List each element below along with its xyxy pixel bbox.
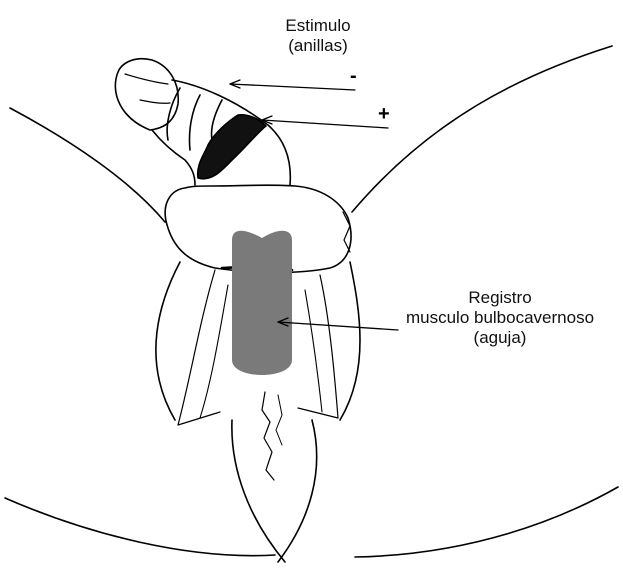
- stimulus-label: Estimulo (anillas): [258, 16, 378, 56]
- glans-crease: [125, 74, 168, 84]
- right-fold-inner: [305, 290, 322, 412]
- negative-ring-2: [189, 95, 200, 150]
- perineal-raphe: [262, 392, 274, 480]
- perineal-raphe-right: [276, 395, 282, 445]
- shaft-bottom: [152, 130, 195, 185]
- stimulus-label-line2: (anillas): [258, 36, 378, 56]
- recording-label-line1: Registro: [390, 288, 610, 308]
- positive-pole-sign: +: [378, 104, 390, 124]
- left-fold-inner: [200, 285, 228, 418]
- left-thigh-outline: [10, 108, 165, 222]
- right-fold-outer: [298, 275, 338, 418]
- left-buttock: [5, 498, 275, 556]
- recording-label: Registro musculo bulbocavernoso (aguja): [390, 288, 610, 348]
- recording-needle: [232, 231, 292, 375]
- left-gluteal-inner: [232, 420, 285, 562]
- stimulus-label-line1: Estimulo: [258, 16, 378, 36]
- arrow-positive: [262, 116, 388, 128]
- glans-meatus: [140, 100, 170, 103]
- arrow-needle: [278, 318, 398, 330]
- recording-label-line2: musculo bulbocavernoso: [390, 308, 610, 328]
- right-thigh-outline: [352, 46, 612, 212]
- arrow-negative: [230, 80, 355, 90]
- right-gluteal-inner: [278, 420, 317, 562]
- recording-label-line3: (aguja): [390, 328, 610, 348]
- right-inner-thigh: [340, 262, 360, 420]
- scrotal-notch: [343, 212, 350, 252]
- negative-pole-sign: -: [350, 66, 357, 86]
- positive-ring: [198, 115, 266, 179]
- right-buttock: [355, 487, 618, 557]
- left-fold-outer: [178, 270, 220, 425]
- left-inner-thigh: [156, 262, 180, 420]
